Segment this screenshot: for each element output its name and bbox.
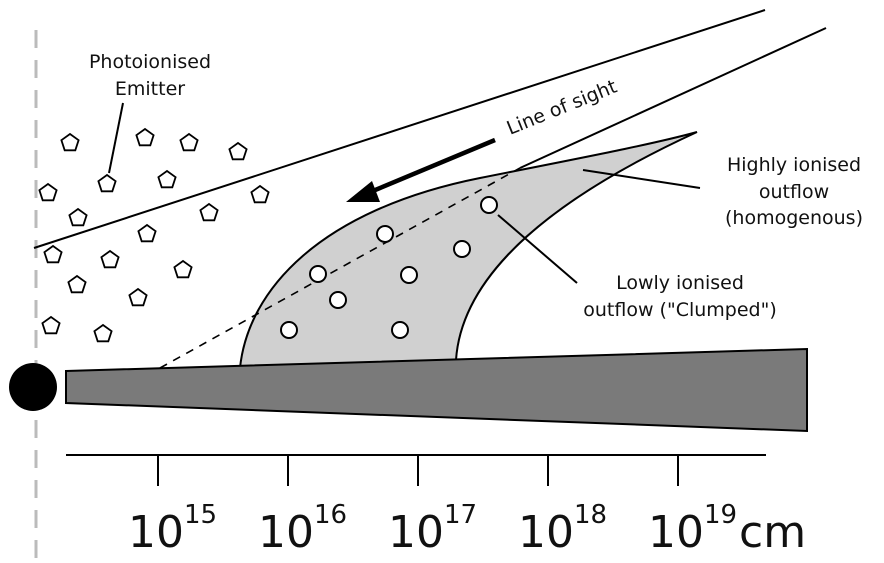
photoionised-label-line1: Photoionised	[89, 51, 211, 73]
emitter-pentagon	[93, 323, 113, 343]
emitter-pentagon	[38, 182, 58, 202]
photoionised-label-line2: Emitter	[115, 78, 185, 100]
clump	[391, 321, 409, 339]
distance-axis-tick-label: 1015	[128, 500, 217, 558]
emitter-pentagon	[41, 315, 61, 335]
emitter-pentagon	[100, 249, 120, 269]
emitter-pentagon	[68, 207, 88, 227]
emitter-pentagon	[179, 132, 199, 152]
clump	[400, 266, 418, 284]
outflow-clumps	[280, 196, 498, 339]
highly-ionised-label-line3: (homogenous)	[725, 207, 863, 229]
emitter-pentagon	[43, 244, 63, 264]
clump	[309, 265, 327, 283]
line-of-sight-arrow-shaft	[367, 137, 496, 196]
highly-ionised-label-line2: outflow	[759, 181, 829, 203]
emitter-pentagon	[60, 132, 80, 152]
sight-cone-lower-edge	[519, 27, 827, 169]
sight-cone-upper-edge	[33, 9, 766, 249]
lowly-ionised-label-line2: outflow ("Clumped")	[583, 299, 777, 321]
distance-axis-tick-label: 1016	[258, 500, 347, 558]
accretion-disk	[65, 347, 808, 433]
emitter-pentagons	[38, 127, 270, 343]
black-hole	[9, 363, 57, 411]
highly-ionised-label-line1: Highly ionised	[727, 154, 861, 176]
distance-axis-unit: cm	[739, 507, 806, 558]
clump	[376, 225, 394, 243]
distance-axis-tick-label: 1017	[388, 500, 477, 558]
line-of-sight-arrowhead	[346, 181, 380, 202]
emitter-pentagon	[135, 127, 155, 147]
distance-axis-tick-label: 1018	[518, 500, 607, 558]
distance-axis-ticks: 1015 1016 1017 1018 1019	[128, 455, 737, 558]
clump	[280, 321, 298, 339]
distance-axis-tick-label: 1019	[648, 500, 737, 558]
emitter-pentagon	[199, 202, 219, 222]
clump	[480, 196, 498, 214]
emitter-pentagon	[67, 274, 87, 294]
emitter-pentagon	[97, 173, 117, 193]
highly-ionised-leader	[582, 169, 701, 189]
emitter-pentagon	[228, 141, 248, 161]
clump	[453, 240, 471, 258]
emitter-pentagon	[128, 287, 148, 307]
photoionised-leader	[108, 102, 124, 174]
emitter-pentagon	[137, 223, 157, 243]
clump	[329, 291, 347, 309]
emitter-pentagon	[250, 184, 270, 204]
emitter-pentagon	[173, 259, 193, 279]
emitter-pentagon	[157, 169, 177, 189]
lowly-ionised-leader	[497, 214, 578, 284]
lowly-ionised-label-line1: Lowly ionised	[616, 272, 744, 294]
